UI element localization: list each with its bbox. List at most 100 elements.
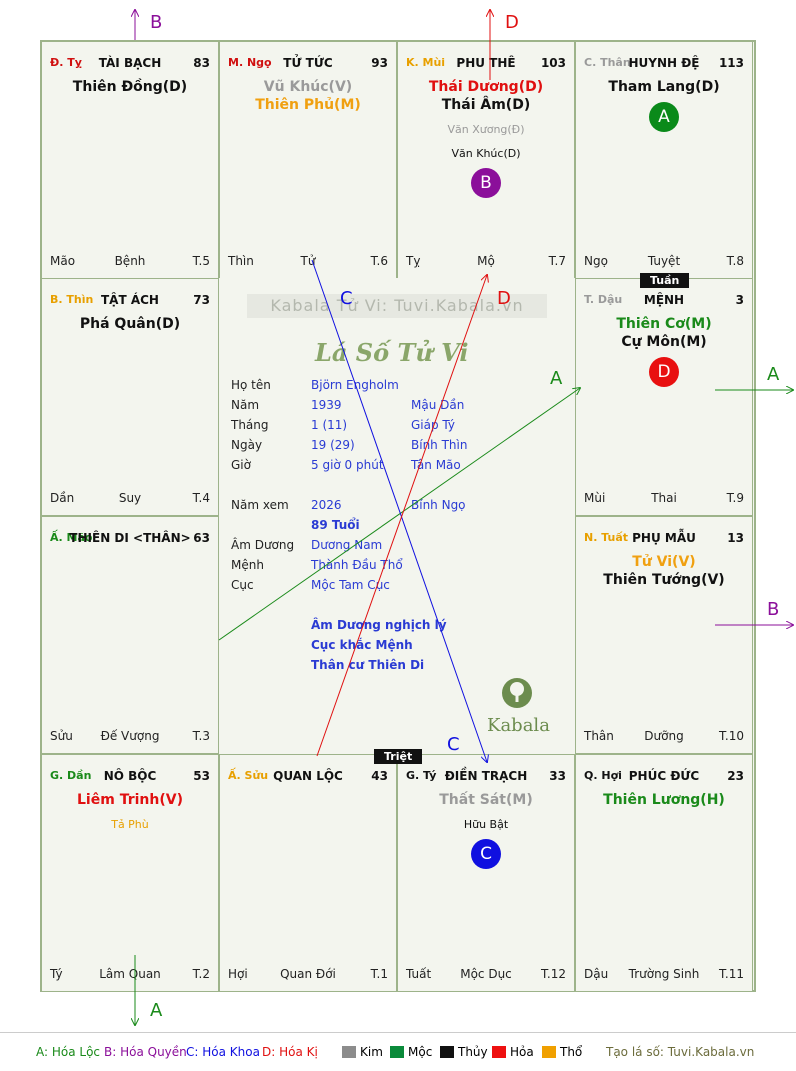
label-a-right: A (767, 364, 780, 385)
branch-label: M. Ngọ (228, 56, 272, 69)
footer-branch: Thân (584, 729, 614, 743)
label-d-top: D (505, 12, 519, 33)
star-list: Thiên Đồng(D) (42, 78, 218, 96)
legend-hoa-loc: A: Hóa Lộc (36, 1045, 101, 1059)
label-b-top: B (150, 12, 162, 33)
info-note: Âm Dương nghịch lý (311, 618, 447, 632)
footer-state: Suy (118, 491, 142, 505)
footer-stage: T.5 (192, 254, 210, 268)
info-value: 1939 (311, 398, 342, 412)
swatch-hoa (492, 1046, 506, 1058)
palace-name: TÀI BẠCH (98, 56, 162, 70)
footer-stage: T.3 (192, 729, 210, 743)
branch-label: Ấ. Mão (50, 531, 93, 544)
main-star: Thiên Phủ(M) (255, 97, 361, 113)
palace-number: 43 (371, 769, 388, 783)
main-star: Cự Môn(M) (621, 334, 707, 350)
footer-branch: Tý (50, 967, 63, 981)
info-label: Ngày (231, 438, 263, 452)
center-panel: Kabala Tử Vi: Tuvi.Kabala.vn Lá Số Tử Vi… (219, 278, 575, 754)
palace-footer: Hợi Quan Đới T.1 (228, 967, 388, 981)
info-value-secondary: Mậu Dần (411, 398, 465, 412)
main-star: Vũ Khúc(V) (263, 79, 353, 95)
branch-label: Q. Hợi (584, 769, 622, 782)
site-link[interactable]: Tạo lá số: Tuvi.Kabala.vn (606, 1045, 755, 1059)
logo-title: Lá Số Tử Vi (315, 338, 469, 367)
footer-branch: Ngọ (584, 254, 608, 268)
footer-state: Lâm Quan (99, 967, 161, 981)
palace-name: TỬ TỨC (283, 56, 333, 70)
footer-branch: Hợi (228, 967, 248, 981)
info-value: Thành Đầu Thổ (311, 558, 403, 572)
minor-star: Văn Khúc(D) (451, 147, 521, 160)
info-label: Họ tên (231, 378, 271, 392)
kabala-text: Kabala (487, 715, 550, 736)
footer-state: Đế Vượng (100, 729, 160, 743)
transform-badge: C (471, 839, 501, 869)
footer-state: Bệnh (114, 254, 146, 268)
main-star: Phá Quân(D) (79, 316, 181, 332)
info-label: Giờ (231, 458, 251, 472)
star-list: Tử Vi(V)Thiên Tướng(V) (576, 553, 752, 589)
info-value: 89 Tuổi (311, 518, 360, 532)
info-value: Mộc Tam Cục (311, 578, 390, 592)
info-label: Cục (231, 578, 254, 592)
palace-number: 53 (193, 769, 210, 783)
info-note: Thân cư Thiên Di (311, 658, 425, 672)
palace-number: 3 (735, 293, 744, 307)
branch-label: T. Dậu (584, 293, 623, 306)
palace-name: TẬT ÁCH (101, 293, 159, 307)
palace-number: 103 (540, 56, 566, 70)
info-value: 2026 (311, 498, 342, 512)
transform-badge: A (649, 102, 679, 132)
palace-number: 13 (727, 531, 744, 545)
star-list: Thiên Cơ(M) Cự Môn(M) D (576, 315, 752, 387)
star-list: Tham Lang(D)A (576, 78, 752, 132)
branch-label: Đ. Tỵ (50, 56, 82, 69)
main-star: Thiên Tướng(V) (603, 572, 725, 588)
tuan-tag: Tuần (640, 273, 690, 288)
info-value-secondary: Bính Thìn (411, 438, 468, 452)
footer-branch: Tuất (406, 967, 432, 981)
tree-icon (502, 678, 532, 708)
palace-number: 23 (727, 769, 744, 783)
footer-stage: T.1 (370, 967, 388, 981)
palace-name: HUYNH ĐỆ (628, 56, 700, 70)
footer-state: Quan Đới (280, 967, 336, 981)
legend-hoa: Hỏa (510, 1045, 534, 1059)
swatch-thuy (440, 1046, 454, 1058)
main-star: Thiên Cơ(M) (616, 316, 712, 332)
transform-badge: D (649, 357, 679, 387)
palace-number: 63 (193, 531, 210, 545)
legend-tho: Thổ (560, 1045, 583, 1059)
star-list: Phá Quân(D) (42, 315, 218, 333)
branch-label: C. Thân (584, 56, 631, 69)
info-label: Năm xem (231, 498, 289, 512)
star-list: Vũ Khúc(V) Thiên Phủ(M) (220, 78, 396, 114)
legend-kim: Kim (360, 1045, 383, 1059)
